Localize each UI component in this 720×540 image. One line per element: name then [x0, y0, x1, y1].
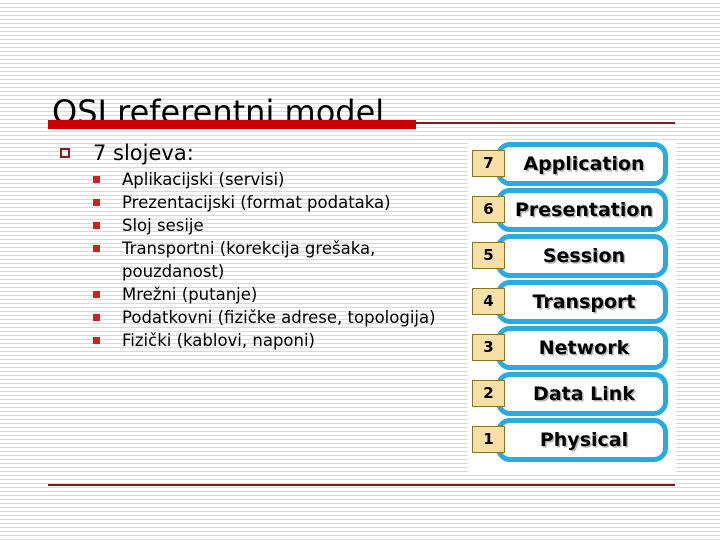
bullet-level1-label: 7 slojeva:	[93, 141, 194, 165]
list-item: Transportni (korekcija grešaka, pouzdano…	[0, 237, 470, 283]
square-bullet-icon	[93, 337, 100, 344]
list-item: Aplikacijski (servisi)	[0, 168, 470, 191]
list-item: Podatkovni (fizičke adrese, topologija)	[0, 306, 470, 329]
osi-layer-number: 4	[472, 288, 505, 315]
osi-layer-name: Presentation	[515, 199, 653, 221]
osi-layer-row: Transport 4	[468, 280, 676, 327]
osi-layer-name: Application	[523, 153, 645, 175]
square-bullet-icon	[93, 176, 100, 183]
osi-layer-row: Network 3	[468, 326, 676, 373]
osi-layer-number: 1	[472, 426, 505, 453]
osi-layer-name: Network	[538, 337, 630, 359]
osi-layer-box	[496, 418, 668, 462]
footer-rule	[48, 484, 675, 486]
osi-layer-name: Data Link	[533, 383, 635, 405]
title-divider-thin	[416, 122, 675, 124]
square-bullet-icon	[93, 245, 100, 252]
list-item: Prezentacijski (format podataka)	[0, 191, 470, 214]
osi-layer-name: Session	[542, 245, 626, 267]
osi-layer-box	[496, 142, 668, 186]
osi-layer-name: Physical	[539, 429, 629, 451]
osi-layer-name: Transport	[532, 291, 636, 313]
osi-layer-row: Data Link 2	[468, 372, 676, 419]
list-item-label: Podatkovni (fizičke adrese, topologija)	[122, 308, 436, 327]
osi-layer-number: 3	[472, 334, 505, 361]
osi-layer-box	[496, 234, 668, 278]
osi-layer-box	[496, 188, 668, 232]
osi-layer-number: 5	[472, 242, 505, 269]
osi-layer-row: Physical 1	[468, 418, 676, 465]
body-content: 7 slojeva: Aplikacijski (servisi) Prezen…	[0, 138, 470, 352]
bullet-level1: 7 slojeva:	[0, 138, 470, 168]
list-item-label: Prezentacijski (format podataka)	[122, 193, 391, 212]
square-outline-bullet-icon	[60, 148, 70, 158]
osi-layer-row: Application 7	[468, 142, 676, 189]
osi-layer-number: 2	[472, 380, 505, 407]
list-item: Sloj sesije	[0, 214, 470, 237]
list-item: Fizički (kablovi, naponi)	[0, 329, 470, 352]
square-bullet-icon	[93, 199, 100, 206]
list-item: Mrežni (putanje)	[0, 283, 470, 306]
osi-stack-diagram: Application 7 Presentation 6 Session 5 T…	[468, 142, 676, 473]
list-item-label: Fizički (kablovi, naponi)	[122, 331, 315, 350]
list-item-label: Mrežni (putanje)	[122, 285, 258, 304]
list-item-label: Transportni (korekcija grešaka, pouzdano…	[122, 239, 376, 281]
title-divider-thick	[48, 120, 416, 129]
square-bullet-icon	[93, 222, 100, 229]
osi-layer-row: Presentation 6	[468, 188, 676, 235]
osi-layer-row: Session 5	[468, 234, 676, 281]
square-bullet-icon	[93, 291, 100, 298]
square-bullet-icon	[93, 314, 100, 321]
osi-layer-number: 7	[472, 150, 505, 177]
osi-layer-number: 6	[472, 196, 505, 223]
list-item-label: Aplikacijski (servisi)	[122, 170, 285, 189]
list-item-label: Sloj sesije	[122, 216, 204, 235]
